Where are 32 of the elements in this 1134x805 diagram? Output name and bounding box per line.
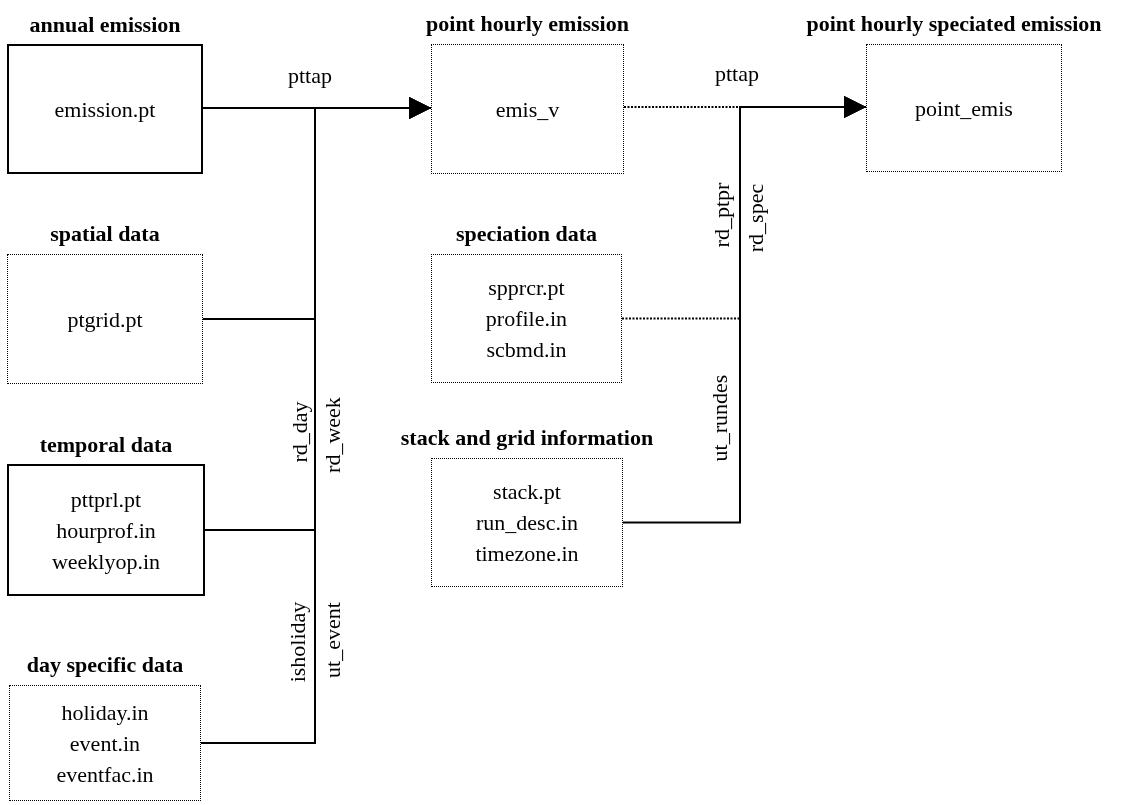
file-name: emis_v — [495, 95, 560, 124]
variable-label: rd_spec — [744, 183, 768, 253]
file-name: run_desc.in — [476, 509, 578, 537]
file-name: profile.in — [485, 305, 568, 333]
group-heading: day specific data — [26, 652, 184, 678]
variable-label: rd_week — [321, 397, 345, 473]
file-name: point_emis — [915, 94, 1013, 123]
file-name: spprcr.pt — [488, 274, 565, 302]
file-name: eventfac.in — [56, 760, 154, 789]
file-name: ptgrid.pt — [67, 305, 143, 334]
file-name: hourprof.in — [56, 516, 156, 545]
group-heading: point hourly emission — [426, 11, 629, 37]
file-name: event.in — [69, 729, 141, 758]
group-heading: temporal data — [39, 432, 173, 458]
file-name: weeklyop.in — [51, 547, 161, 576]
file-name: stack.pt — [493, 478, 561, 506]
file-name: emission.pt — [54, 95, 156, 124]
connector-arrow — [622, 96, 867, 524]
group-heading: annual emission — [29, 12, 181, 38]
file-name: scbmd.in — [486, 336, 567, 364]
variable-label: isholiday — [286, 601, 310, 683]
variable-label: ut_event — [321, 602, 345, 678]
group-heading: speciation data — [455, 221, 598, 247]
connector-arrow — [200, 97, 432, 744]
variable-label: rd_ptpr — [710, 182, 734, 248]
group-heading: point hourly speciated emission — [806, 11, 1102, 37]
group-heading: spatial data — [50, 221, 160, 247]
file-name: timezone.in — [475, 540, 579, 568]
file-name: pttprl.pt — [70, 485, 142, 514]
file-name: holiday.in — [61, 698, 149, 727]
group-heading: stack and grid information — [400, 425, 654, 451]
variable-label: rd_day — [288, 401, 312, 463]
